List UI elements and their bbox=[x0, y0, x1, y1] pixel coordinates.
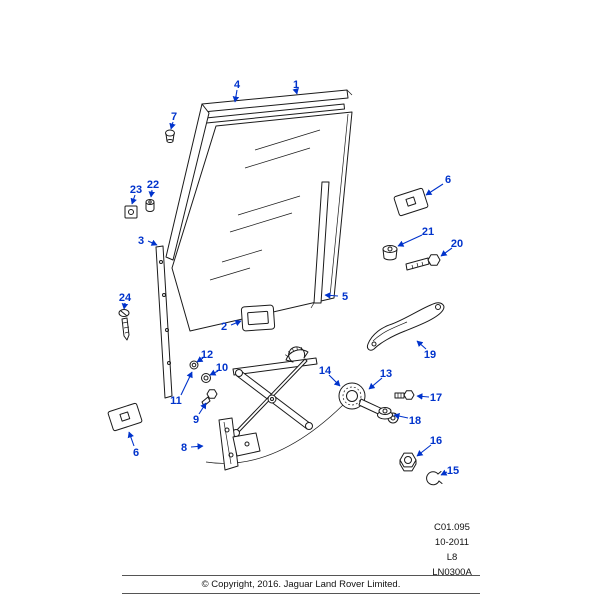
callout-leader-18 bbox=[393, 412, 409, 420]
glass-run-channel-rear bbox=[310, 181, 330, 309]
bolt-20 bbox=[405, 254, 441, 271]
drawing-reference-block: C01.095 10-2011 L8 LN0300A bbox=[410, 520, 494, 580]
callout-label-8: 8 bbox=[181, 442, 187, 454]
callout-label-6: 6 bbox=[133, 447, 139, 459]
hex-nut bbox=[399, 452, 417, 472]
callout-leader-9 bbox=[198, 402, 207, 415]
callout-label-19: 19 bbox=[424, 349, 436, 361]
support-bracket bbox=[367, 302, 445, 351]
callout-label-18: 18 bbox=[409, 415, 421, 427]
callout-label-11: 11 bbox=[170, 395, 182, 407]
spring-clip bbox=[426, 471, 443, 486]
callout-label-7: 7 bbox=[171, 111, 177, 123]
callout-leader-6 bbox=[127, 431, 135, 447]
ref-revision: L8 bbox=[446, 552, 458, 563]
callout-leader-6 bbox=[425, 183, 444, 196]
callout-leader-15 bbox=[440, 469, 448, 476]
callout-leader-4 bbox=[232, 89, 240, 103]
callout-leader-21 bbox=[397, 234, 423, 247]
screw-24 bbox=[118, 309, 130, 341]
callout-label-10: 10 bbox=[216, 362, 228, 374]
callout-leader-5 bbox=[324, 292, 339, 299]
callout-label-4: 4 bbox=[234, 79, 241, 91]
callout-leader-20 bbox=[440, 247, 453, 257]
washer-12 bbox=[189, 360, 199, 370]
mounting-plate-bottom bbox=[107, 402, 143, 432]
callout-label-15: 15 bbox=[447, 465, 459, 477]
ref-date: 10-2011 bbox=[434, 537, 470, 548]
callout-leader-22 bbox=[148, 189, 156, 198]
callout-label-21: 21 bbox=[422, 226, 434, 238]
copyright-footer: © Copyright, 2016. Jaguar Land Rover Lim… bbox=[122, 575, 480, 594]
washer-10 bbox=[201, 373, 211, 383]
rivet-stud bbox=[165, 129, 175, 143]
callout-leader-7 bbox=[169, 121, 176, 130]
callout-label-3: 3 bbox=[138, 235, 144, 247]
callout-label-16: 16 bbox=[430, 435, 442, 447]
ref-sheet-code: LN0300A bbox=[432, 567, 472, 578]
glass-run-channel-front bbox=[155, 245, 173, 399]
callout-label-17: 17 bbox=[430, 392, 442, 404]
callout-label-6: 6 bbox=[445, 174, 451, 186]
copyright-text: © Copyright, 2016. Jaguar Land Rover Lim… bbox=[201, 579, 401, 590]
callout-leader-10 bbox=[209, 369, 219, 376]
window-frame-seal bbox=[165, 89, 353, 261]
bolt-9 bbox=[201, 389, 218, 407]
window-regulator bbox=[205, 346, 349, 471]
callout-leader-12 bbox=[196, 356, 204, 363]
callout-leader-8 bbox=[190, 443, 204, 450]
flange-nut bbox=[377, 407, 393, 420]
callout-label-12: 12 bbox=[201, 349, 213, 361]
mounting-plate-top bbox=[393, 187, 429, 217]
callout-leader-24 bbox=[121, 302, 129, 310]
callout-leader-14 bbox=[328, 374, 341, 387]
window-glass bbox=[171, 111, 353, 332]
cage-nut bbox=[382, 245, 398, 261]
callout-leader-2 bbox=[230, 319, 242, 327]
callout-label-24: 24 bbox=[119, 292, 132, 304]
grommet bbox=[145, 199, 155, 212]
callout-leader-11 bbox=[180, 371, 193, 396]
callout-label-5: 5 bbox=[342, 291, 348, 303]
clip-nut bbox=[124, 205, 138, 219]
callout-leader-17 bbox=[416, 393, 430, 400]
callout-leader-16 bbox=[416, 444, 432, 457]
callout-leader-23 bbox=[130, 194, 137, 205]
callout-leader-19 bbox=[416, 340, 427, 350]
callout-label-20: 20 bbox=[451, 238, 463, 250]
callout-leader-3 bbox=[147, 239, 158, 246]
callout-label-14: 14 bbox=[319, 365, 332, 377]
ref-drawing-code: C01.095 bbox=[434, 522, 470, 533]
callout-label-9: 9 bbox=[193, 414, 199, 426]
bolt-17 bbox=[394, 390, 415, 400]
callout-label-13: 13 bbox=[380, 368, 392, 380]
callout-leader-lines bbox=[121, 87, 453, 476]
glass-bracket bbox=[240, 304, 276, 332]
callout-label-22: 22 bbox=[147, 179, 159, 191]
callout-label-1: 1 bbox=[293, 79, 299, 91]
callout-label-2: 2 bbox=[221, 321, 227, 333]
callout-leader-1 bbox=[292, 87, 299, 95]
callout-label-23: 23 bbox=[130, 184, 142, 196]
callout-leader-13 bbox=[368, 377, 383, 390]
